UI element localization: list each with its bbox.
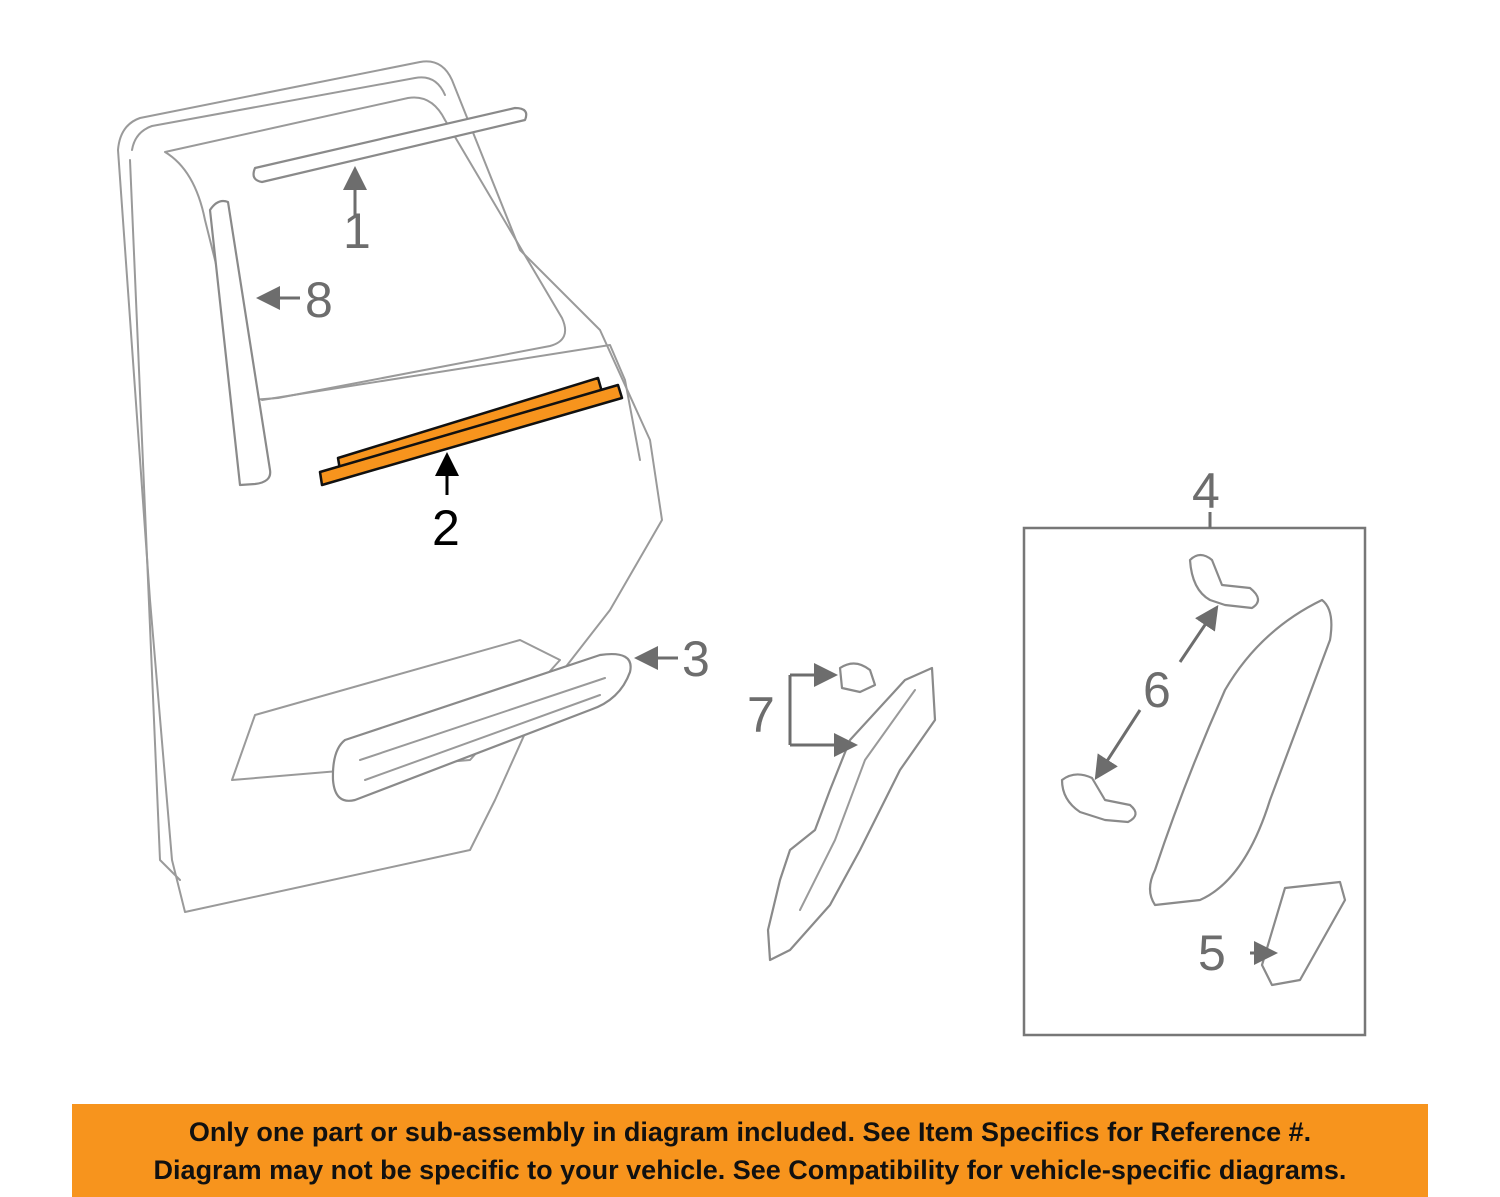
- rear-door-outline: [117, 60, 663, 913]
- callout-5: 5: [1198, 925, 1226, 981]
- part-5-end-cap: [1260, 880, 1347, 987]
- callout-1: 1: [343, 203, 371, 259]
- disclaimer-banner: Only one part or sub-assembly in diagram…: [72, 1104, 1428, 1197]
- disclaimer-line-1: Only one part or sub-assembly in diagram…: [188, 1116, 1312, 1147]
- part-6-clip-lower: [1060, 773, 1137, 824]
- part-8-pillar-garnish: [208, 199, 272, 487]
- disclaimer-line-2: Diagram may not be specific to your vehi…: [153, 1154, 1347, 1185]
- callout-7: 7: [747, 687, 775, 743]
- part-1-belt-molding: [252, 106, 528, 184]
- callout-3: 3: [682, 631, 710, 687]
- callout-4: 4: [1192, 463, 1220, 519]
- part-2-highlighted-weatherstrip: [318, 376, 624, 487]
- part-7-mudguard-bracket: [766, 666, 937, 962]
- part-6-clip-upper: [1188, 553, 1260, 610]
- callout-8: 8: [305, 272, 333, 328]
- diagram-drawing: 1 8 2 3 7 4 6 5: [117, 60, 1367, 1037]
- callout-2: 2: [432, 500, 460, 556]
- part-7-clip: [838, 662, 877, 694]
- part-4-fender-molding: [1148, 598, 1333, 907]
- part-4-kit-box: [1022, 526, 1367, 1037]
- part-3-door-molding: [331, 653, 632, 802]
- callout-6: 6: [1143, 662, 1171, 718]
